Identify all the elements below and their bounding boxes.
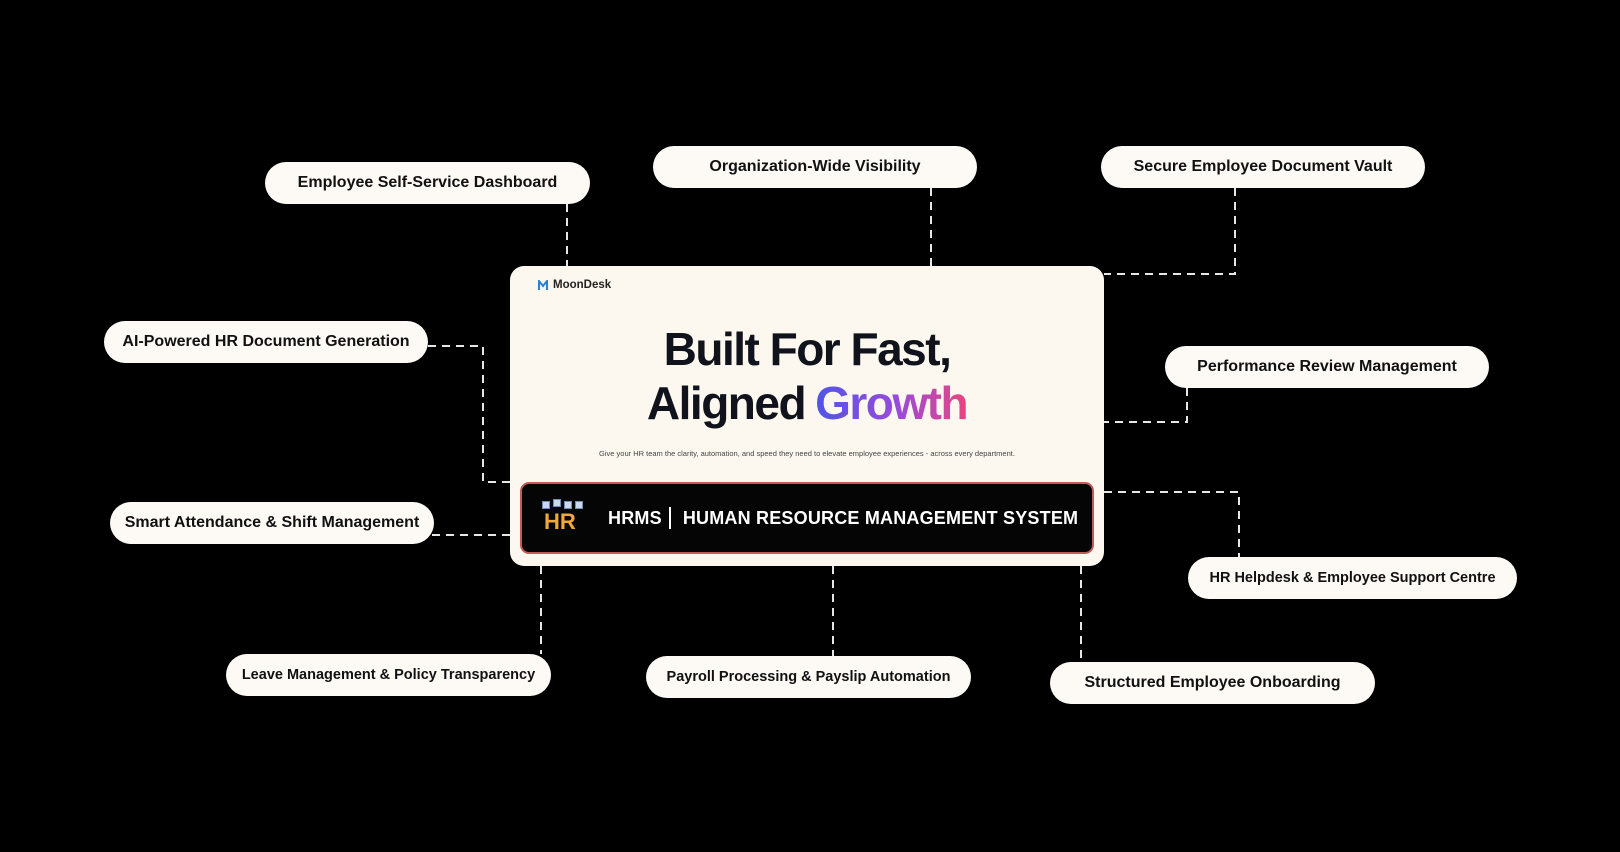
hrms-banner: HR HRMS HUMAN RESOURCE MANAGEMENT SYSTEM — [520, 482, 1094, 554]
banner-short: HRMS — [608, 507, 662, 528]
connector-ai-documents — [428, 345, 510, 483]
brand-name: MoonDesk — [553, 279, 612, 291]
banner-title: HRMS HUMAN RESOURCE MANAGEMENT SYSTEM — [608, 507, 1078, 529]
feature-payroll-processing[interactable]: Payroll Processing & Payslip Automation — [646, 656, 971, 698]
hr-icon-square — [564, 501, 572, 509]
hr-icon-square — [575, 501, 583, 509]
banner-divider — [668, 507, 671, 529]
feature-organization-visibility[interactable]: Organization-Wide Visibility — [653, 146, 977, 188]
connector-document-vault — [1104, 188, 1236, 275]
feature-hr-helpdesk[interactable]: HR Helpdesk & Employee Support Centre — [1188, 557, 1517, 599]
feature-performance-review[interactable]: Performance Review Management — [1165, 346, 1489, 388]
feature-ai-document-generation[interactable]: AI-Powered HR Document Generation — [104, 321, 428, 363]
hr-icon-text: HR — [544, 509, 576, 534]
hr-icon: HR — [540, 499, 584, 537]
headline-accent: Growth — [815, 377, 968, 429]
feature-employee-self-service[interactable]: Employee Self-Service Dashboard — [265, 162, 590, 204]
feature-leave-management[interactable]: Leave Management & Policy Transparency — [226, 654, 551, 696]
hero-subtext: Give your HR team the clarity, automatio… — [599, 449, 1015, 458]
headline-line-1: Built For Fast, — [663, 323, 952, 375]
connector-helpdesk — [1104, 491, 1240, 557]
feature-document-vault[interactable]: Secure Employee Document Vault — [1101, 146, 1425, 188]
moondesk-logo-icon — [538, 279, 548, 290]
headline-prefix: Aligned — [646, 377, 807, 429]
brand-logo[interactable]: MoonDesk — [538, 279, 611, 291]
feature-smart-attendance[interactable]: Smart Attendance & Shift Management — [110, 502, 434, 544]
feature-employee-onboarding[interactable]: Structured Employee Onboarding — [1050, 662, 1375, 704]
connector-performance — [1104, 388, 1188, 423]
hr-icon-square — [542, 501, 550, 509]
hr-icon-square — [553, 499, 561, 507]
banner-long: HUMAN RESOURCE MANAGEMENT SYSTEM — [682, 507, 1079, 528]
